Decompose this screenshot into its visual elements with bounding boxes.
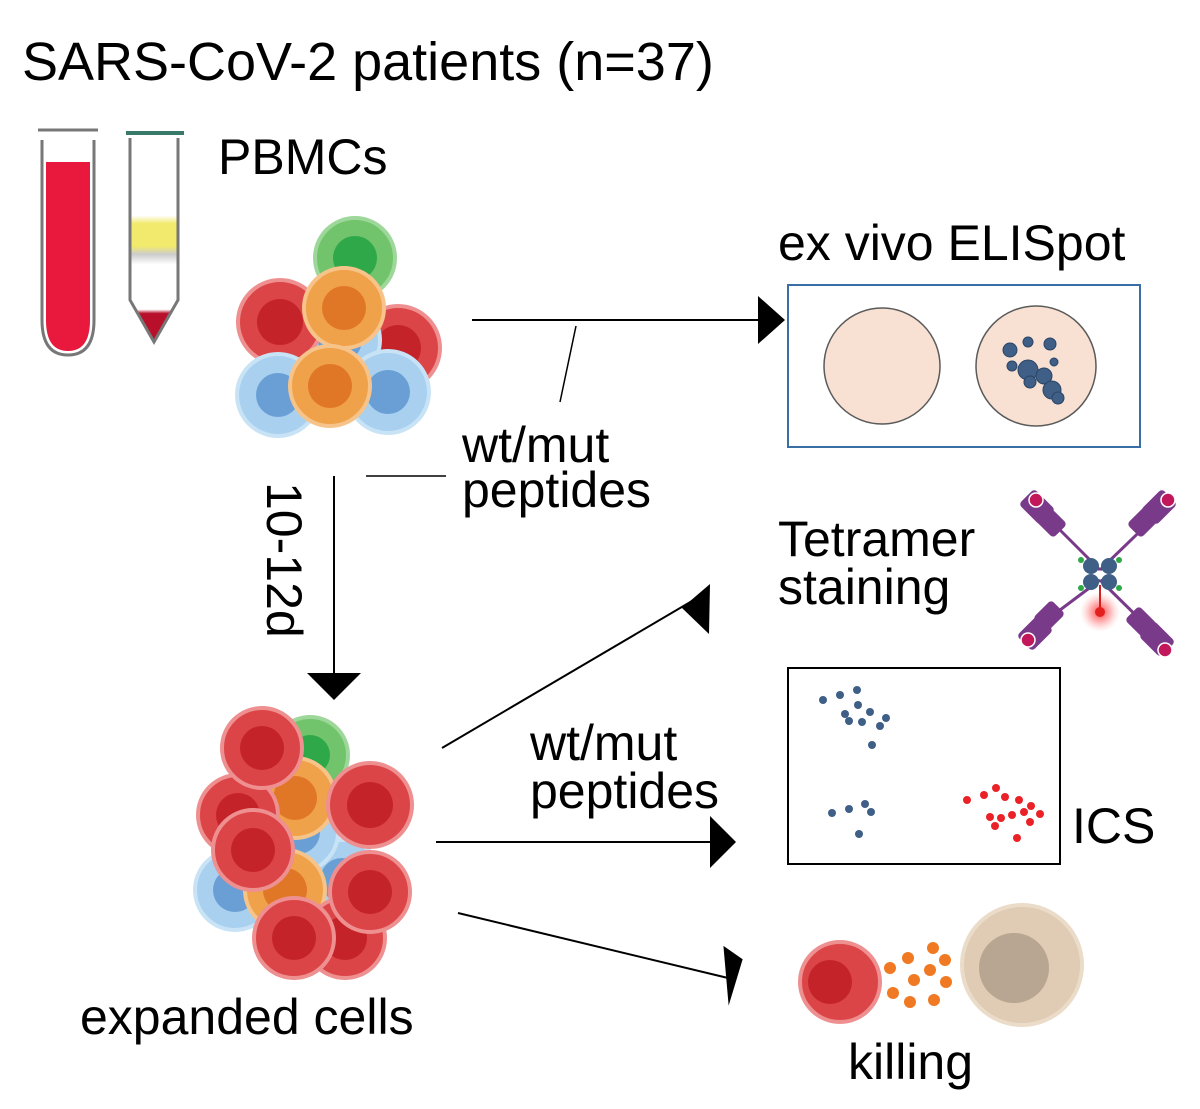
arrow-to-elispot xyxy=(472,296,785,344)
ics-dots-blue xyxy=(819,686,890,838)
ics-label: ICS xyxy=(1072,798,1155,854)
killing-icon xyxy=(798,903,1084,1027)
elispot-well-negative xyxy=(823,307,941,425)
blood-tube-icon xyxy=(38,128,98,357)
peptides-top-line1: wt/mut xyxy=(461,417,609,473)
duration-label: 10-12d xyxy=(256,482,312,638)
elispot-spots xyxy=(1002,336,1065,405)
expanded-cells-label: expanded cells xyxy=(80,989,414,1045)
ics-plot xyxy=(787,667,1061,865)
killing-label: killing xyxy=(848,1034,973,1090)
peptide-pointer-line xyxy=(559,325,577,403)
peptides-mid-line2: peptides xyxy=(530,763,719,819)
tetramer-icon xyxy=(1018,490,1176,658)
arrow-to-tetramer xyxy=(441,584,710,749)
ics-dots-red xyxy=(963,784,1044,842)
arrow-down xyxy=(307,476,361,700)
arrow-to-killing xyxy=(457,912,743,1006)
separation-tube-icon xyxy=(126,131,184,346)
expanded-cells-cluster-icon xyxy=(193,706,414,980)
tetramer-label-line2: staining xyxy=(778,559,950,615)
arrow-to-ics xyxy=(436,816,736,868)
elispot-label: ex vivo ELISpot xyxy=(778,215,1126,271)
pbmc-cluster-icon xyxy=(235,216,442,438)
peptides-top-line2: peptides xyxy=(462,462,651,518)
pbmcs-label: PBMCs xyxy=(218,129,387,185)
title: SARS-CoV-2 patients (n=37) xyxy=(22,32,714,92)
peptides-mid-line1: wt/mut xyxy=(529,715,677,771)
tetramer-label-line1: Tetramer xyxy=(778,511,975,567)
